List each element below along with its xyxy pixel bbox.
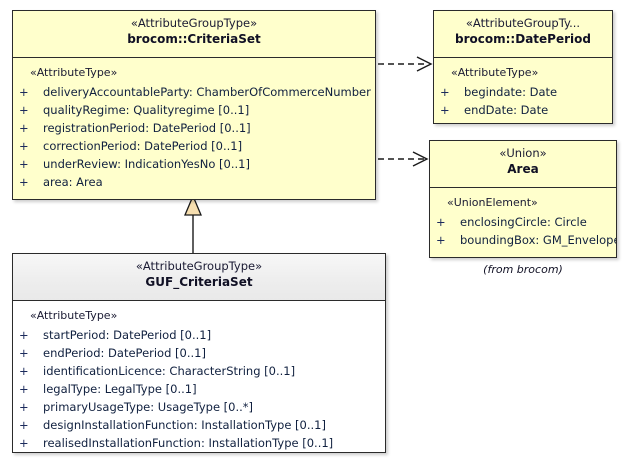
attribute-row[interactable]: + endPeriod: DatePeriod [0..1] bbox=[13, 344, 385, 362]
class-box-date-period[interactable]: «AttributeGroupTy... brocom::DatePeriod … bbox=[433, 10, 613, 124]
attribute-row[interactable]: + endDate: Date bbox=[434, 101, 612, 119]
attribute-group-stereotype: «UnionElement» bbox=[447, 196, 538, 209]
attribute-visibility: + bbox=[19, 382, 29, 396]
attribute-row[interactable]: + identificationLicence: CharacterString… bbox=[13, 362, 385, 380]
attribute-visibility: + bbox=[19, 400, 29, 414]
class-name: Area bbox=[507, 162, 539, 176]
attribute-label: legalType: LegalType [0..1] bbox=[43, 382, 197, 396]
attribute-label: area: Area bbox=[43, 175, 103, 189]
attribute-label: registrationPeriod: DatePeriod [0..1] bbox=[43, 121, 251, 135]
class-box-area[interactable]: «Union» Area «UnionElement» + enclosingC… bbox=[429, 140, 617, 258]
attribute-visibility: + bbox=[19, 85, 29, 99]
class-name: GUF_CriteriaSet bbox=[145, 275, 253, 289]
generalization-guf-to-criteriaset bbox=[184, 194, 202, 253]
attribute-visibility: + bbox=[436, 233, 446, 247]
attribute-label: primaryUsageType: UsageType [0..*] bbox=[43, 400, 254, 414]
attribute-visibility: + bbox=[19, 103, 29, 117]
attribute-label: deliveryAccountableParty: ChamberOfComme… bbox=[43, 85, 376, 99]
class-stereotype: «Union» bbox=[499, 146, 547, 160]
attribute-visibility: + bbox=[19, 328, 29, 342]
attribute-label: underReview: IndicationYesNo [0..1] bbox=[43, 157, 250, 171]
class-box-criteria-set[interactable]: «AttributeGroupType» brocom::CriteriaSet… bbox=[12, 10, 376, 200]
attribute-row[interactable]: + boundingBox: GM_Envelope bbox=[430, 231, 616, 249]
attribute-row[interactable]: + underReview: IndicationYesNo [0..1] bbox=[13, 155, 375, 173]
package-origin-note-area: (from brocom) bbox=[483, 263, 563, 276]
attribute-visibility: + bbox=[19, 364, 29, 378]
attribute-label: boundingBox: GM_Envelope bbox=[460, 233, 617, 247]
attribute-row[interactable]: + realisedInstallationFunction: Installa… bbox=[13, 434, 385, 452]
attribute-row[interactable]: + qualityRegime: Qualityregime [0..1] bbox=[13, 101, 375, 119]
class-stereotype: «AttributeGroupType» bbox=[130, 16, 258, 30]
attribute-group-stereotype: «AttributeType» bbox=[451, 66, 539, 79]
attribute-row[interactable]: + deliveryAccountableParty: ChamberOfCom… bbox=[13, 83, 375, 101]
attribute-visibility: + bbox=[19, 157, 29, 171]
class-header-guf-criteria-set: «AttributeGroupType» GUF_CriteriaSet bbox=[13, 254, 385, 301]
attribute-label: endDate: Date bbox=[464, 103, 549, 117]
attribute-row[interactable]: + registrationPeriod: DatePeriod [0..1] bbox=[13, 119, 375, 137]
class-attributes-guf-criteria-set: «AttributeType» + startPeriod: DatePerio… bbox=[13, 301, 385, 452]
attribute-label: correctionPeriod: DatePeriod [0..1] bbox=[43, 139, 243, 153]
attribute-group-stereotype: «AttributeType» bbox=[30, 309, 118, 322]
attribute-visibility: + bbox=[19, 436, 29, 450]
attribute-row[interactable]: + startPeriod: DatePeriod [0..1] bbox=[13, 326, 385, 344]
class-name: brocom::DatePeriod bbox=[455, 32, 591, 46]
attribute-visibility: + bbox=[19, 346, 29, 360]
class-name: brocom::CriteriaSet bbox=[127, 32, 261, 46]
attribute-visibility: + bbox=[19, 121, 29, 135]
attribute-group-stereotype: «AttributeType» bbox=[30, 66, 118, 79]
attribute-visibility: + bbox=[436, 215, 446, 229]
class-header-criteria-set: «AttributeGroupType» brocom::CriteriaSet bbox=[13, 11, 375, 58]
class-header-area: «Union» Area bbox=[430, 141, 616, 188]
attribute-label: begindate: Date bbox=[464, 85, 558, 99]
attribute-label: startPeriod: DatePeriod [0..1] bbox=[43, 328, 212, 342]
attribute-label: designInstallationFunction: Installation… bbox=[43, 418, 326, 432]
attribute-row[interactable]: + begindate: Date bbox=[434, 83, 612, 101]
class-attributes-criteria-set: «AttributeType» + deliveryAccountablePar… bbox=[13, 58, 375, 197]
class-stereotype: «AttributeGroupType» bbox=[135, 259, 263, 273]
attribute-label: qualityRegime: Qualityregime [0..1] bbox=[43, 103, 250, 117]
attribute-label: endPeriod: DatePeriod [0..1] bbox=[43, 346, 206, 360]
attribute-visibility: + bbox=[440, 103, 450, 117]
attribute-label: identificationLicence: CharacterString [… bbox=[43, 364, 296, 378]
attribute-visibility: + bbox=[19, 418, 29, 432]
class-attributes-date-period: «AttributeType» + begindate: Date + endD… bbox=[434, 58, 612, 123]
dependency-criteriaset-to-dateperiod bbox=[378, 56, 433, 72]
attribute-visibility: + bbox=[440, 85, 450, 99]
attribute-row[interactable]: + area: Area bbox=[13, 173, 375, 191]
attribute-row[interactable]: + designInstallationFunction: Installati… bbox=[13, 416, 385, 434]
class-stereotype: «AttributeGroupTy... bbox=[465, 16, 581, 30]
attribute-visibility: + bbox=[19, 139, 29, 153]
attribute-label: enclosingCircle: Circle bbox=[460, 215, 587, 229]
class-attributes-area: «UnionElement» + enclosingCircle: Circle… bbox=[430, 188, 616, 255]
attribute-row[interactable]: + legalType: LegalType [0..1] bbox=[13, 380, 385, 398]
attribute-row[interactable]: + correctionPeriod: DatePeriod [0..1] bbox=[13, 137, 375, 155]
dependency-criteriaset-to-area bbox=[378, 151, 429, 167]
attribute-row[interactable]: + enclosingCircle: Circle bbox=[430, 213, 616, 231]
class-header-date-period: «AttributeGroupTy... brocom::DatePeriod bbox=[434, 11, 612, 58]
attribute-row[interactable]: + primaryUsageType: UsageType [0..*] bbox=[13, 398, 385, 416]
attribute-label: realisedInstallationFunction: Installati… bbox=[43, 436, 334, 450]
class-box-guf-criteria-set[interactable]: «AttributeGroupType» GUF_CriteriaSet «At… bbox=[12, 253, 386, 453]
attribute-visibility: + bbox=[19, 175, 29, 189]
